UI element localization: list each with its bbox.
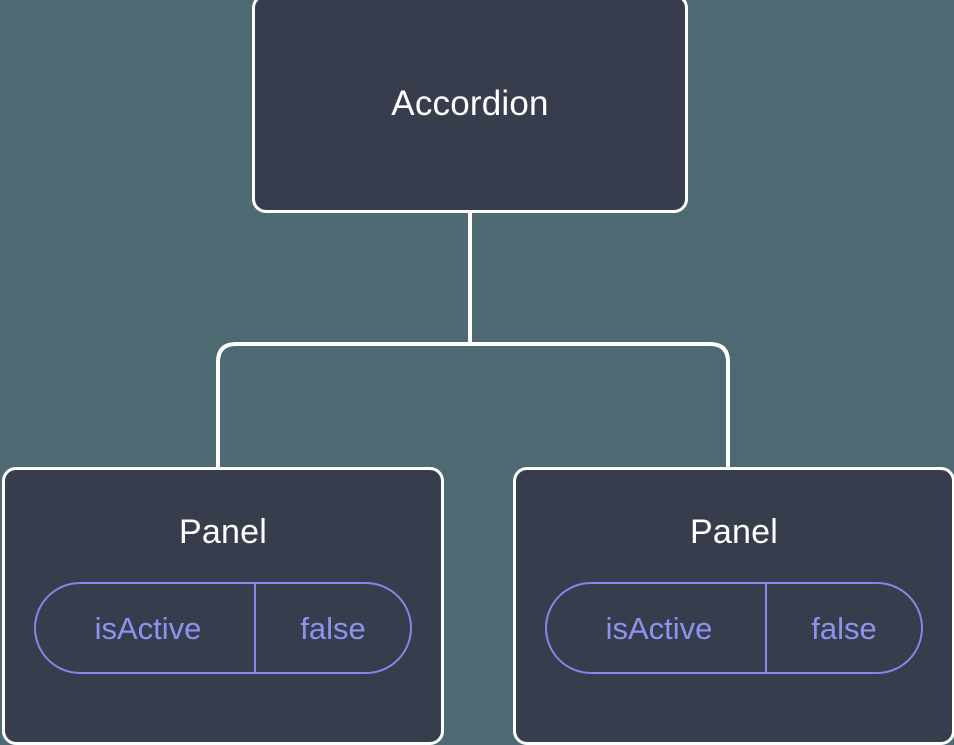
prop-pill-isactive-left[interactable]: isActive false	[34, 582, 412, 674]
prop-pill-isactive-right[interactable]: isActive false	[545, 582, 923, 674]
edge-to-panel-left	[216, 342, 470, 470]
node-panel-left[interactable]: Panel isActive false	[2, 467, 444, 745]
node-accordion-title: Accordion	[391, 84, 549, 123]
prop-key-isactive-left: isActive	[94, 610, 202, 646]
prop-value-isactive-right: false	[765, 584, 921, 672]
node-panel-left-title: Panel	[179, 513, 267, 551]
node-panel-right[interactable]: Panel isActive false	[513, 467, 954, 745]
prop-value-isactive-left: false	[254, 584, 410, 672]
node-accordion[interactable]: Accordion	[252, 0, 688, 213]
prop-key-isactive-right: isActive	[605, 610, 713, 646]
node-panel-right-title: Panel	[690, 513, 778, 551]
edge-to-panel-right	[470, 342, 730, 470]
